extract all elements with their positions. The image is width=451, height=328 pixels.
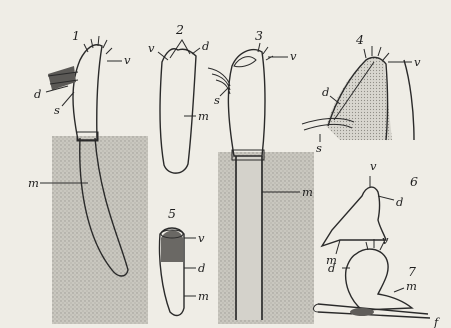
- figure-7-label-m: m: [406, 279, 417, 293]
- figure-5-number: 5: [168, 206, 176, 221]
- figure-5-label-v: v: [198, 231, 205, 245]
- figure-3-number: 3: [255, 28, 263, 43]
- figure-5-label-m: m: [198, 289, 209, 303]
- figure-3-label-s: s: [214, 93, 220, 107]
- figure-2-label-v: v: [148, 41, 155, 55]
- figure-1-label-s: s: [54, 103, 60, 117]
- figure-7-base: [350, 308, 374, 316]
- figure-4-label-v: v: [414, 55, 421, 69]
- figure-3-stalk-fill: [237, 156, 261, 320]
- figure-1-label-m: m: [28, 176, 39, 190]
- figure-4-number: 4: [355, 32, 364, 47]
- figure-6-number: 6: [410, 174, 418, 189]
- figure-6-label-d: d: [396, 195, 403, 209]
- figure-3-label-v: v: [290, 49, 297, 63]
- figure-2-label-m: m: [198, 109, 209, 123]
- figure-1-label-d: d: [34, 87, 41, 101]
- figure-3-substrate: [218, 152, 314, 324]
- figure-7-number: 7: [408, 264, 416, 279]
- figure-2-label-d: d: [202, 39, 209, 53]
- figure-7-label-v: v: [382, 233, 389, 247]
- figure-2-number: 2: [175, 22, 184, 37]
- figure-3-label-m: m: [302, 185, 313, 199]
- figure-5-label-d: d: [198, 261, 205, 275]
- figure-6-label-v: v: [370, 159, 377, 173]
- figure-1-number: 1: [72, 28, 80, 43]
- figure-7-label-d: d: [328, 261, 335, 275]
- figure-4-label-s: s: [316, 141, 322, 155]
- figure-1-substrate: [52, 136, 148, 324]
- figure-1-label-v: v: [124, 53, 131, 67]
- figure-4-label-d: d: [322, 85, 329, 99]
- figure-5-head: [161, 231, 183, 263]
